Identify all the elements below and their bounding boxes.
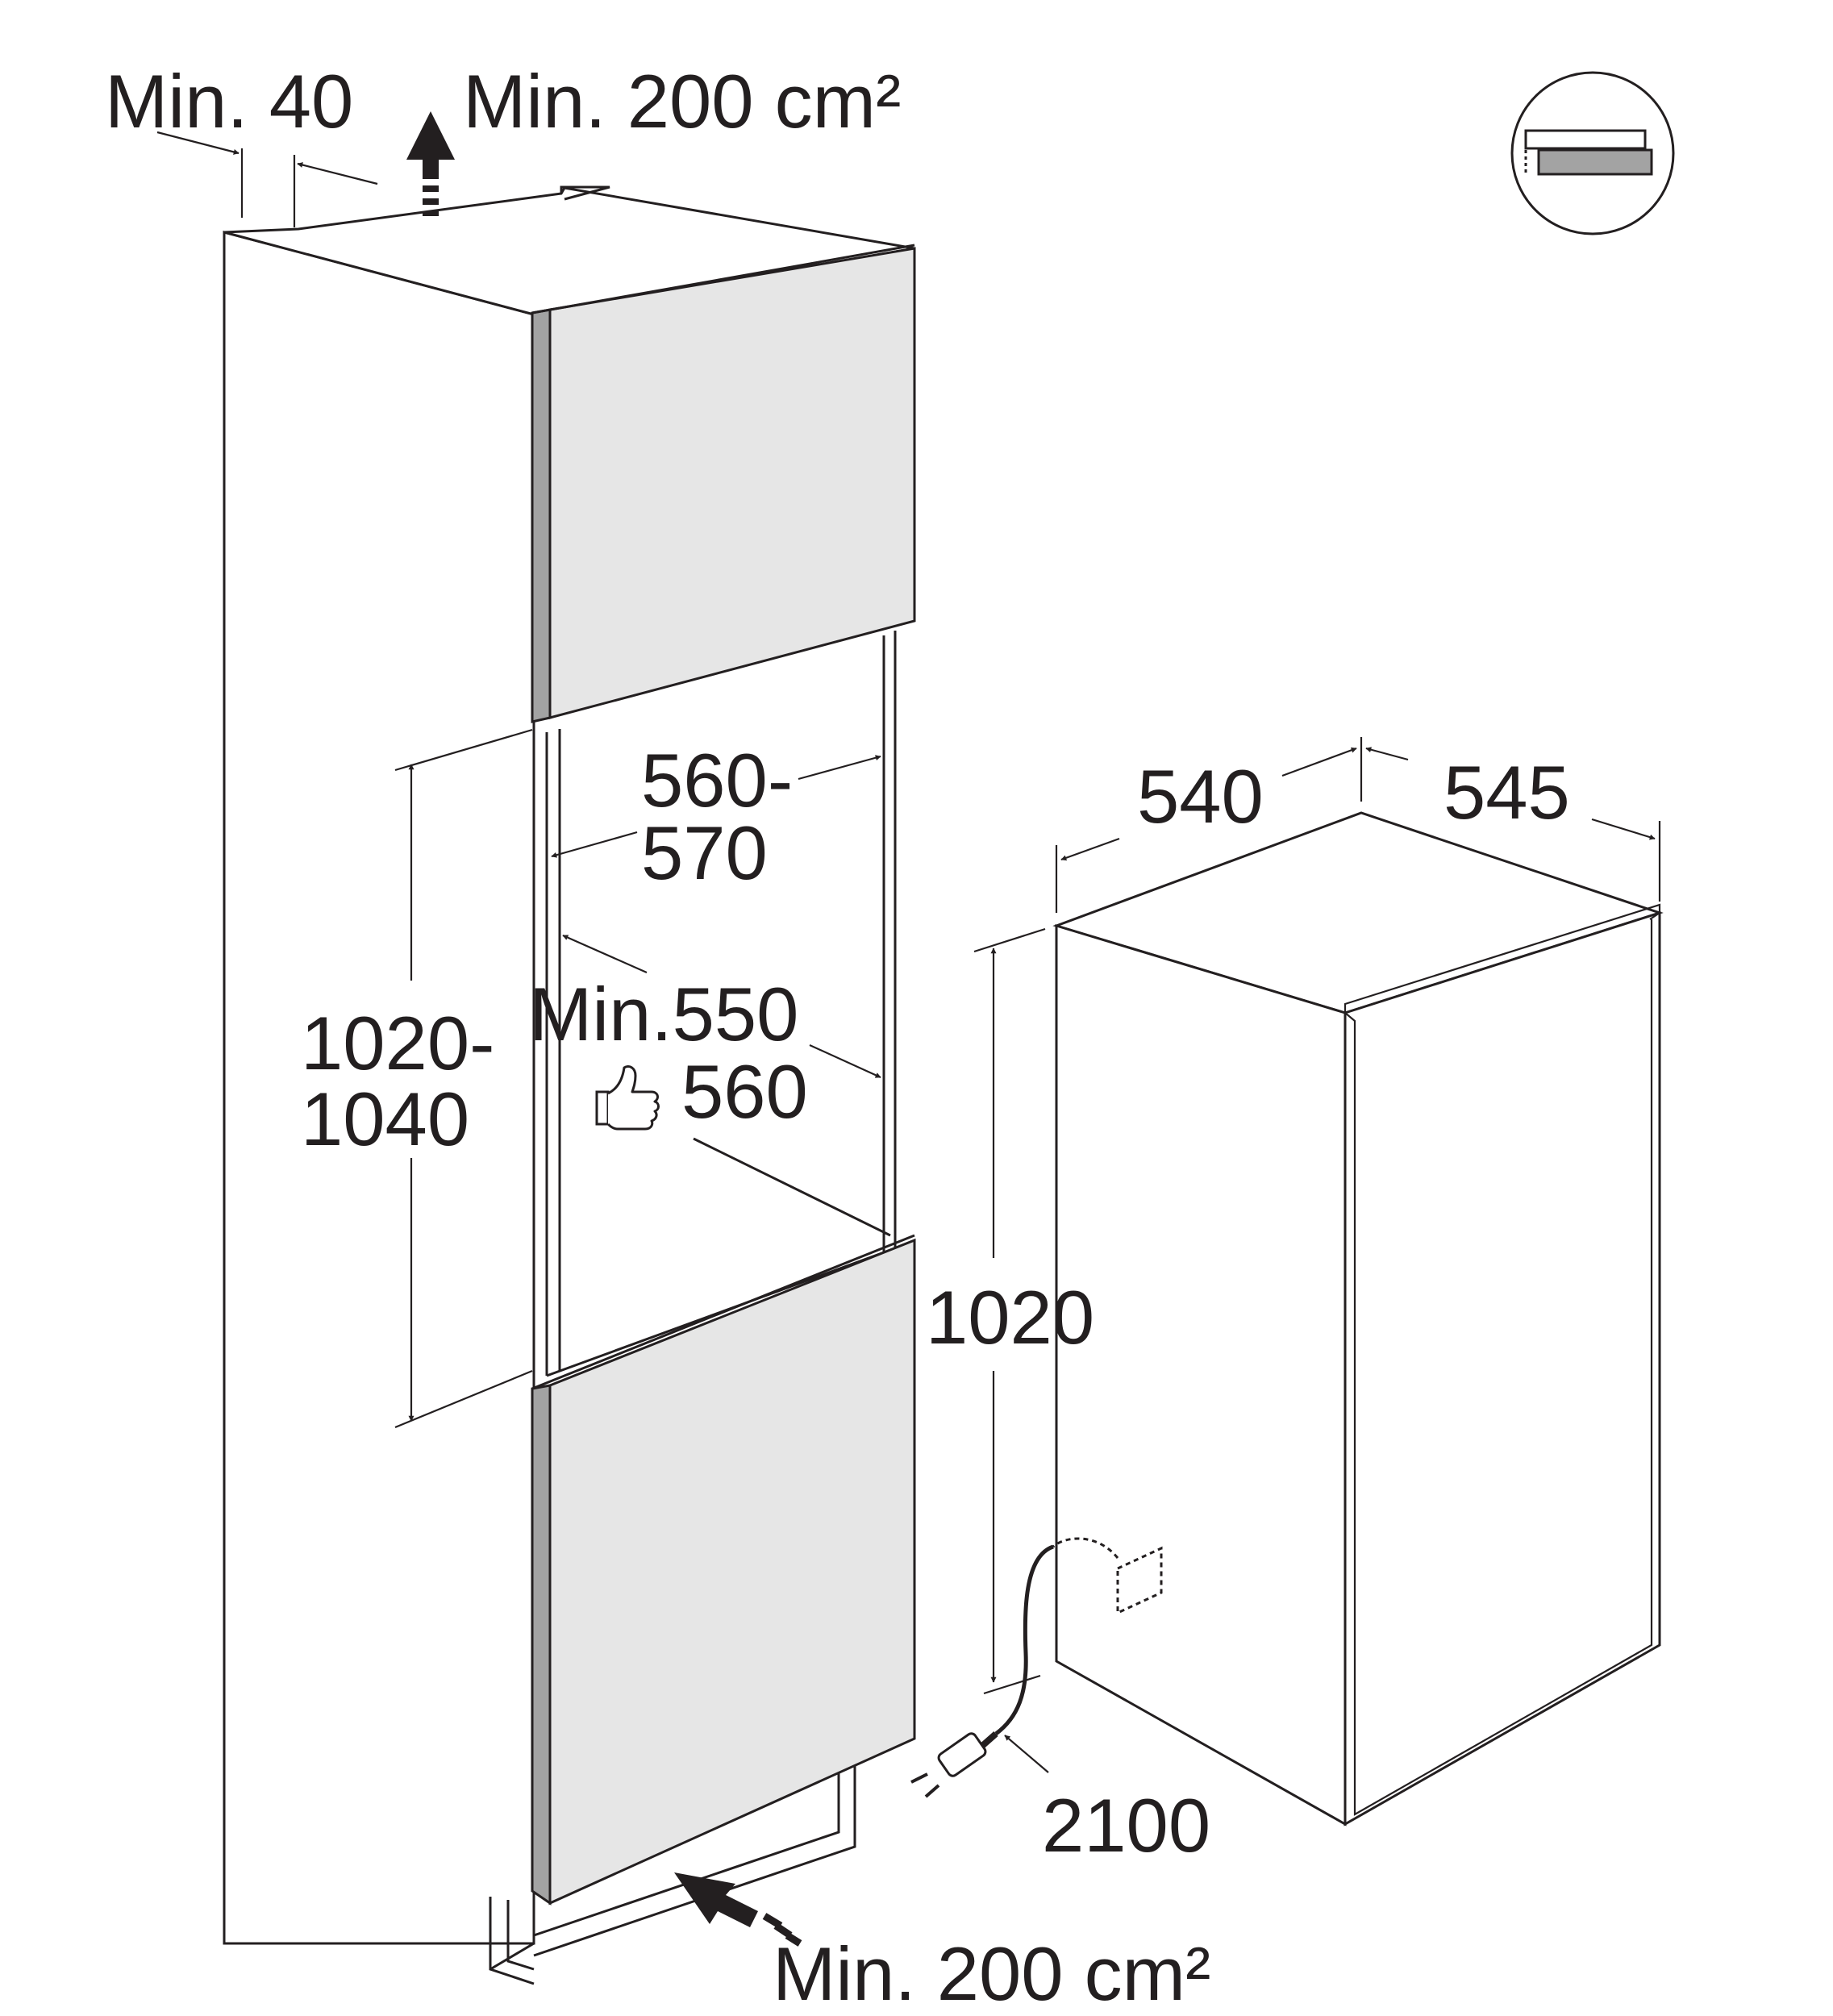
label-min-40: Min. 40 (105, 59, 353, 144)
thumbs-up-icon (595, 1064, 660, 1131)
label-appliance-height: 1020 (926, 1275, 1094, 1360)
dim-appliance-width (1055, 737, 1363, 913)
upper-furniture-door (531, 244, 916, 723)
bottom-vent-arrow (674, 1872, 802, 1947)
label-niche-height-2: 1040 (301, 1077, 469, 1161)
dim-niche-width (551, 755, 881, 858)
label-niche-height-1: 1020- (301, 1001, 494, 1085)
lower-furniture-door (531, 1234, 916, 1906)
dim-niche-depth (562, 934, 881, 1079)
door-fixing-icon (1510, 71, 1675, 235)
label-appliance-width: 540 (1137, 754, 1264, 839)
label-niche-width-2: 570 (641, 810, 768, 895)
cabinet (223, 185, 915, 1985)
wall-socket-icon (1052, 1537, 1163, 1615)
dim-cable-length (1004, 1735, 1049, 1773)
dim-min-40 (156, 131, 378, 227)
label-bottom-vent: Min. 200 cm² (773, 1931, 1210, 2016)
top-vent-arrow (406, 111, 455, 216)
appliance (1052, 811, 1664, 1826)
dim-appliance-depth (1365, 747, 1661, 902)
power-plug-icon (910, 1544, 1054, 1798)
label-niche-width-1: 560- (641, 738, 793, 823)
appliance-front (1344, 910, 1661, 1826)
appliance-side (1055, 923, 1347, 1826)
label-appliance-depth: 545 (1443, 750, 1570, 835)
cabinet-top-rear (560, 185, 610, 201)
label-niche-depth-min: Min.550 (529, 972, 798, 1056)
label-top-vent: Min. 200 cm² (463, 59, 901, 144)
dim-appliance-height (973, 927, 1046, 1695)
label-niche-depth-recommended: 560 (681, 1049, 808, 1134)
label-cable-length: 2100 (1042, 1783, 1210, 1868)
dim-niche-height (394, 728, 533, 1429)
